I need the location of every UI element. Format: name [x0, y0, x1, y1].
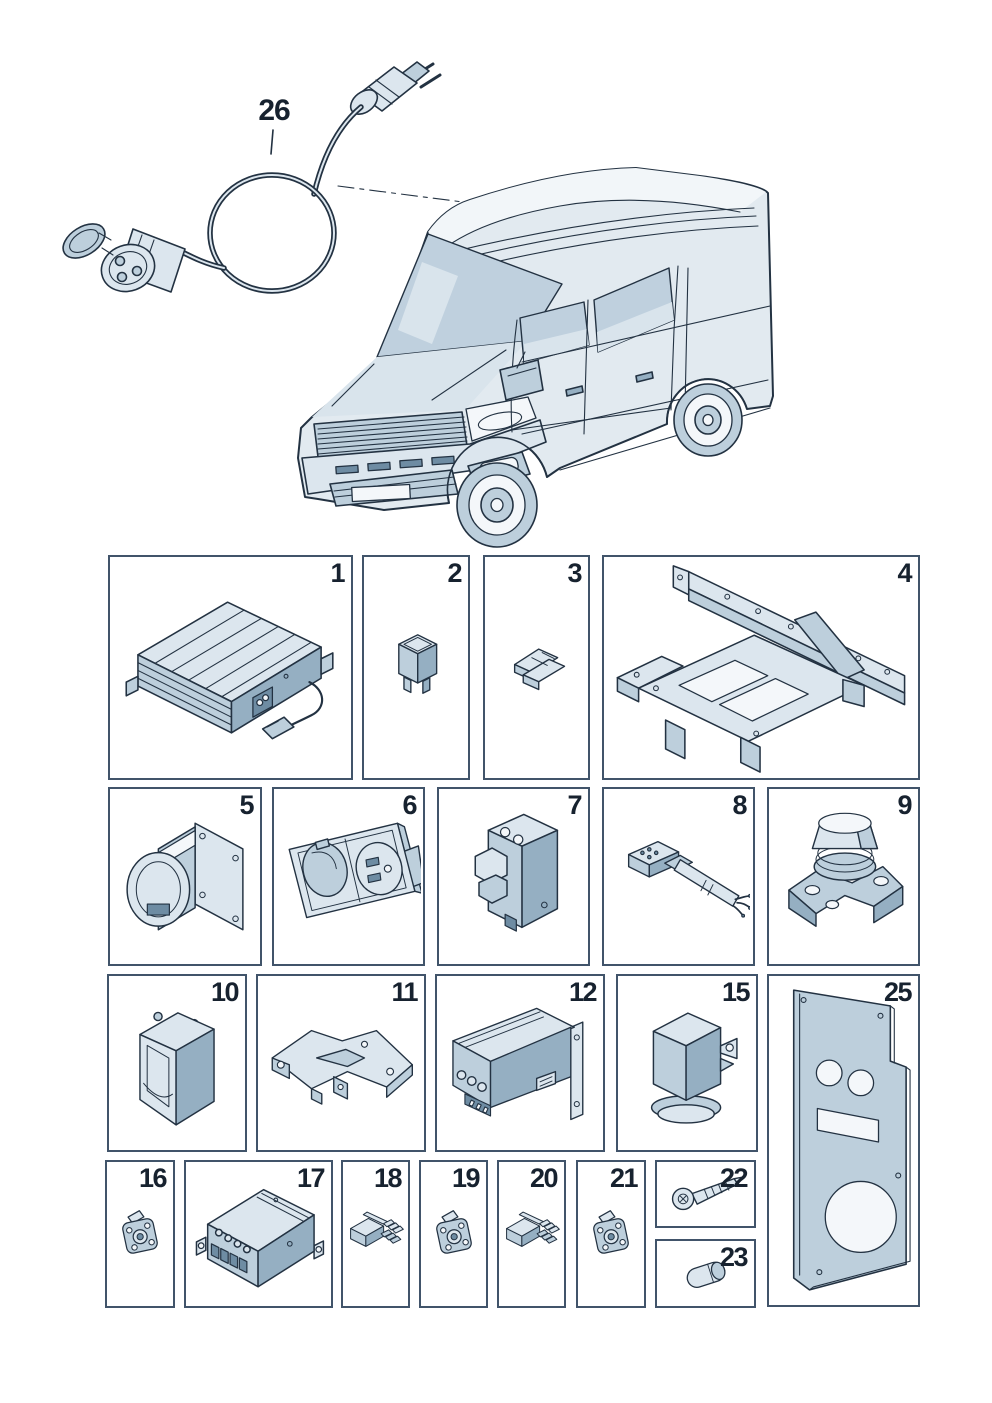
- part-cell-7: 7: [437, 787, 590, 966]
- mounting-bracket-icon: [271, 1029, 413, 1105]
- part-number: 6: [402, 790, 417, 820]
- part-number: 11: [391, 977, 418, 1007]
- part-cell-23: 23: [655, 1239, 756, 1308]
- part-cell-12: 12: [435, 974, 605, 1152]
- part-cell-21: 21: [576, 1160, 646, 1308]
- control-module-icon: [452, 1007, 584, 1120]
- part-number: 15: [721, 977, 751, 1007]
- part-cell-6: 6: [272, 787, 425, 966]
- multipin-connector-icon: [349, 1211, 404, 1247]
- part-number: 25: [883, 977, 913, 1007]
- part-cell-2: 2: [362, 555, 470, 780]
- callout-pointer-line: [270, 129, 274, 155]
- part-number: 7: [567, 790, 582, 820]
- part-number: 16: [138, 1163, 168, 1193]
- part-number: 23: [719, 1242, 749, 1272]
- part-number: 5: [239, 790, 254, 820]
- part-cell-15: 15: [616, 974, 758, 1152]
- multipin-connector-icon: [505, 1211, 560, 1247]
- part-cell-22: 22: [655, 1160, 756, 1228]
- part-cell-11: 11: [256, 974, 426, 1152]
- part-cell-10: 10: [107, 974, 247, 1152]
- part-cell-17: 17: [184, 1160, 333, 1308]
- adapter-cable-icon: [62, 61, 442, 294]
- connector-housing-icon: [435, 1210, 472, 1254]
- part-cell-5: 5: [108, 787, 262, 966]
- part-cell-25: 25: [767, 974, 920, 1307]
- part-number: 8: [732, 790, 747, 820]
- cable-connector-icon: [627, 840, 750, 918]
- power-inlet-socket-icon: [126, 822, 244, 931]
- part-cell-9: 9: [767, 787, 920, 966]
- part-cell-20: 20: [497, 1160, 566, 1308]
- part-cell-16: 16: [105, 1160, 175, 1308]
- part-number: 21: [609, 1163, 639, 1193]
- part-cell-4: 4: [602, 555, 920, 780]
- connector-housing-icon: [593, 1210, 629, 1254]
- relay-icon: [650, 1011, 738, 1124]
- part-number: 4: [897, 558, 912, 588]
- callout-26-label: 26: [258, 94, 290, 127]
- part-number: 17: [296, 1163, 326, 1193]
- part-number: 12: [568, 977, 598, 1007]
- circuit-breaker-icon: [474, 813, 558, 932]
- part-number: 19: [451, 1163, 481, 1193]
- dash-dot-leader-line: [337, 185, 503, 208]
- part-cell-1: 1: [108, 555, 353, 780]
- part-cell-19: 19: [419, 1160, 488, 1308]
- control-unit-icon: [195, 1188, 324, 1288]
- connector-housing-icon: [122, 1210, 158, 1254]
- part-cell-3: 3: [483, 555, 590, 780]
- covered-socket-outlet-icon: [288, 822, 421, 919]
- hero-illustration: [62, 61, 774, 548]
- protective-cap-icon: [686, 1261, 725, 1288]
- cover-housing-icon: [139, 1011, 215, 1126]
- screw-icon: [671, 1175, 745, 1210]
- part-number: 20: [529, 1163, 559, 1193]
- battery-charger-icon: [125, 600, 334, 739]
- fuse-icon: [398, 634, 438, 694]
- isolator-switch-icon: [787, 812, 903, 927]
- part-cell-18: 18: [341, 1160, 410, 1308]
- mounting-frame-icon: [616, 564, 906, 773]
- mounting-plate-icon: [792, 988, 911, 1291]
- part-number: 3: [567, 558, 582, 588]
- part-number: 9: [897, 790, 912, 820]
- part-number: 22: [719, 1163, 749, 1193]
- part-number: 18: [373, 1163, 403, 1193]
- retaining-clip-icon: [513, 647, 565, 690]
- part-number: 1: [330, 558, 345, 588]
- part-number: 2: [447, 558, 462, 588]
- part-number: 10: [210, 977, 240, 1007]
- part-cell-8: 8: [602, 787, 755, 966]
- van-illustration: [297, 167, 774, 548]
